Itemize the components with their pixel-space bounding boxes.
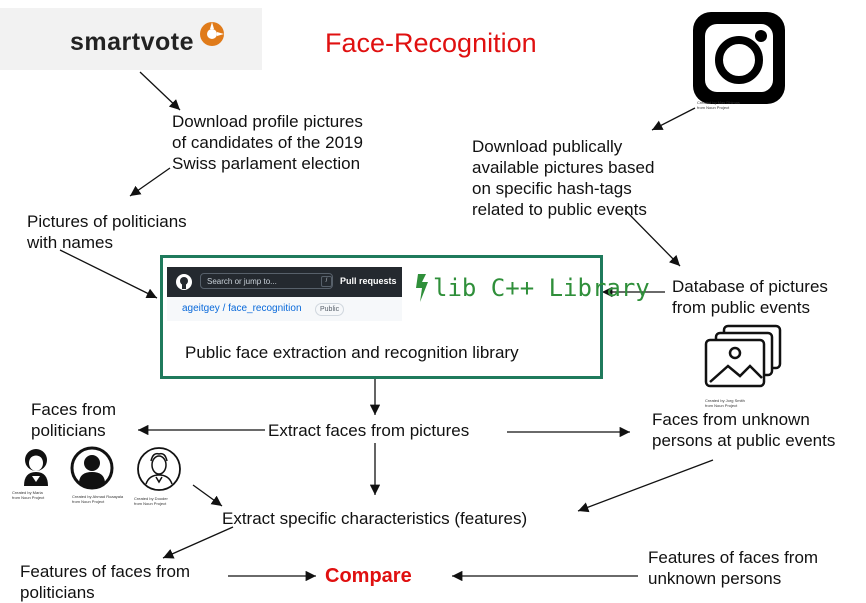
features-politicians-text: Features of faces from politicians <box>20 562 191 602</box>
diagram-title: Face-Recognition <box>325 28 537 58</box>
github-repo-bar <box>167 297 402 321</box>
download-public-text: Download publically available pictures b… <box>472 137 655 219</box>
database-public-text: Database of pictures from public events <box>672 277 828 317</box>
github-public-badge: Public <box>315 303 345 316</box>
woman-politician-icon <box>24 449 48 486</box>
man-politician-icon <box>70 446 114 490</box>
arrow-pictures-to-library <box>59 249 158 299</box>
github-icon <box>176 274 192 290</box>
dlib-logo-icon <box>416 274 428 302</box>
github-repo-name: ageitgey / face_recognition <box>182 303 302 314</box>
compare-label: Compare <box>325 565 412 587</box>
extract-features-text: Extract specific characteristics (featur… <box>222 509 528 528</box>
arrow-faces-to-features <box>192 484 223 507</box>
pictures-stack-icon <box>704 324 782 388</box>
features-unknown-text: Features of faces from unknown persons <box>648 548 819 588</box>
arrow-download-to-pictures <box>129 167 171 197</box>
arrow-download-to-database <box>624 209 681 267</box>
github-search-input: Search or jump to... <box>200 273 333 289</box>
old-man-politician-icon <box>137 447 181 491</box>
instagram-icon <box>693 12 785 104</box>
dlib-wordmark: lib C++ Library <box>433 274 650 302</box>
smartvote-wordmark: smartvote <box>70 28 194 56</box>
arrow-logo-to-download <box>139 71 181 111</box>
smartvote-emblem-icon <box>200 22 224 46</box>
github-pull-requests: Pull requests <box>340 276 397 286</box>
arrow-unknown-to-features <box>577 459 714 513</box>
faces-politicians-text: Faces from politicians <box>31 400 117 440</box>
arrow-instagram-to-download <box>651 107 696 131</box>
extract-faces-text: Extract faces from pictures <box>268 421 470 440</box>
library-caption: Public face extraction and recognition l… <box>185 343 519 362</box>
arrow-features-to-politicians <box>162 526 234 559</box>
download-profile-text: Download profile pictures of candidates … <box>172 112 363 173</box>
faces-unknown-text: Faces from unknown persons at public eve… <box>652 410 836 450</box>
pictures-politicians-text: Pictures of politicians with names <box>27 212 187 252</box>
github-slash-key: / <box>321 276 332 287</box>
